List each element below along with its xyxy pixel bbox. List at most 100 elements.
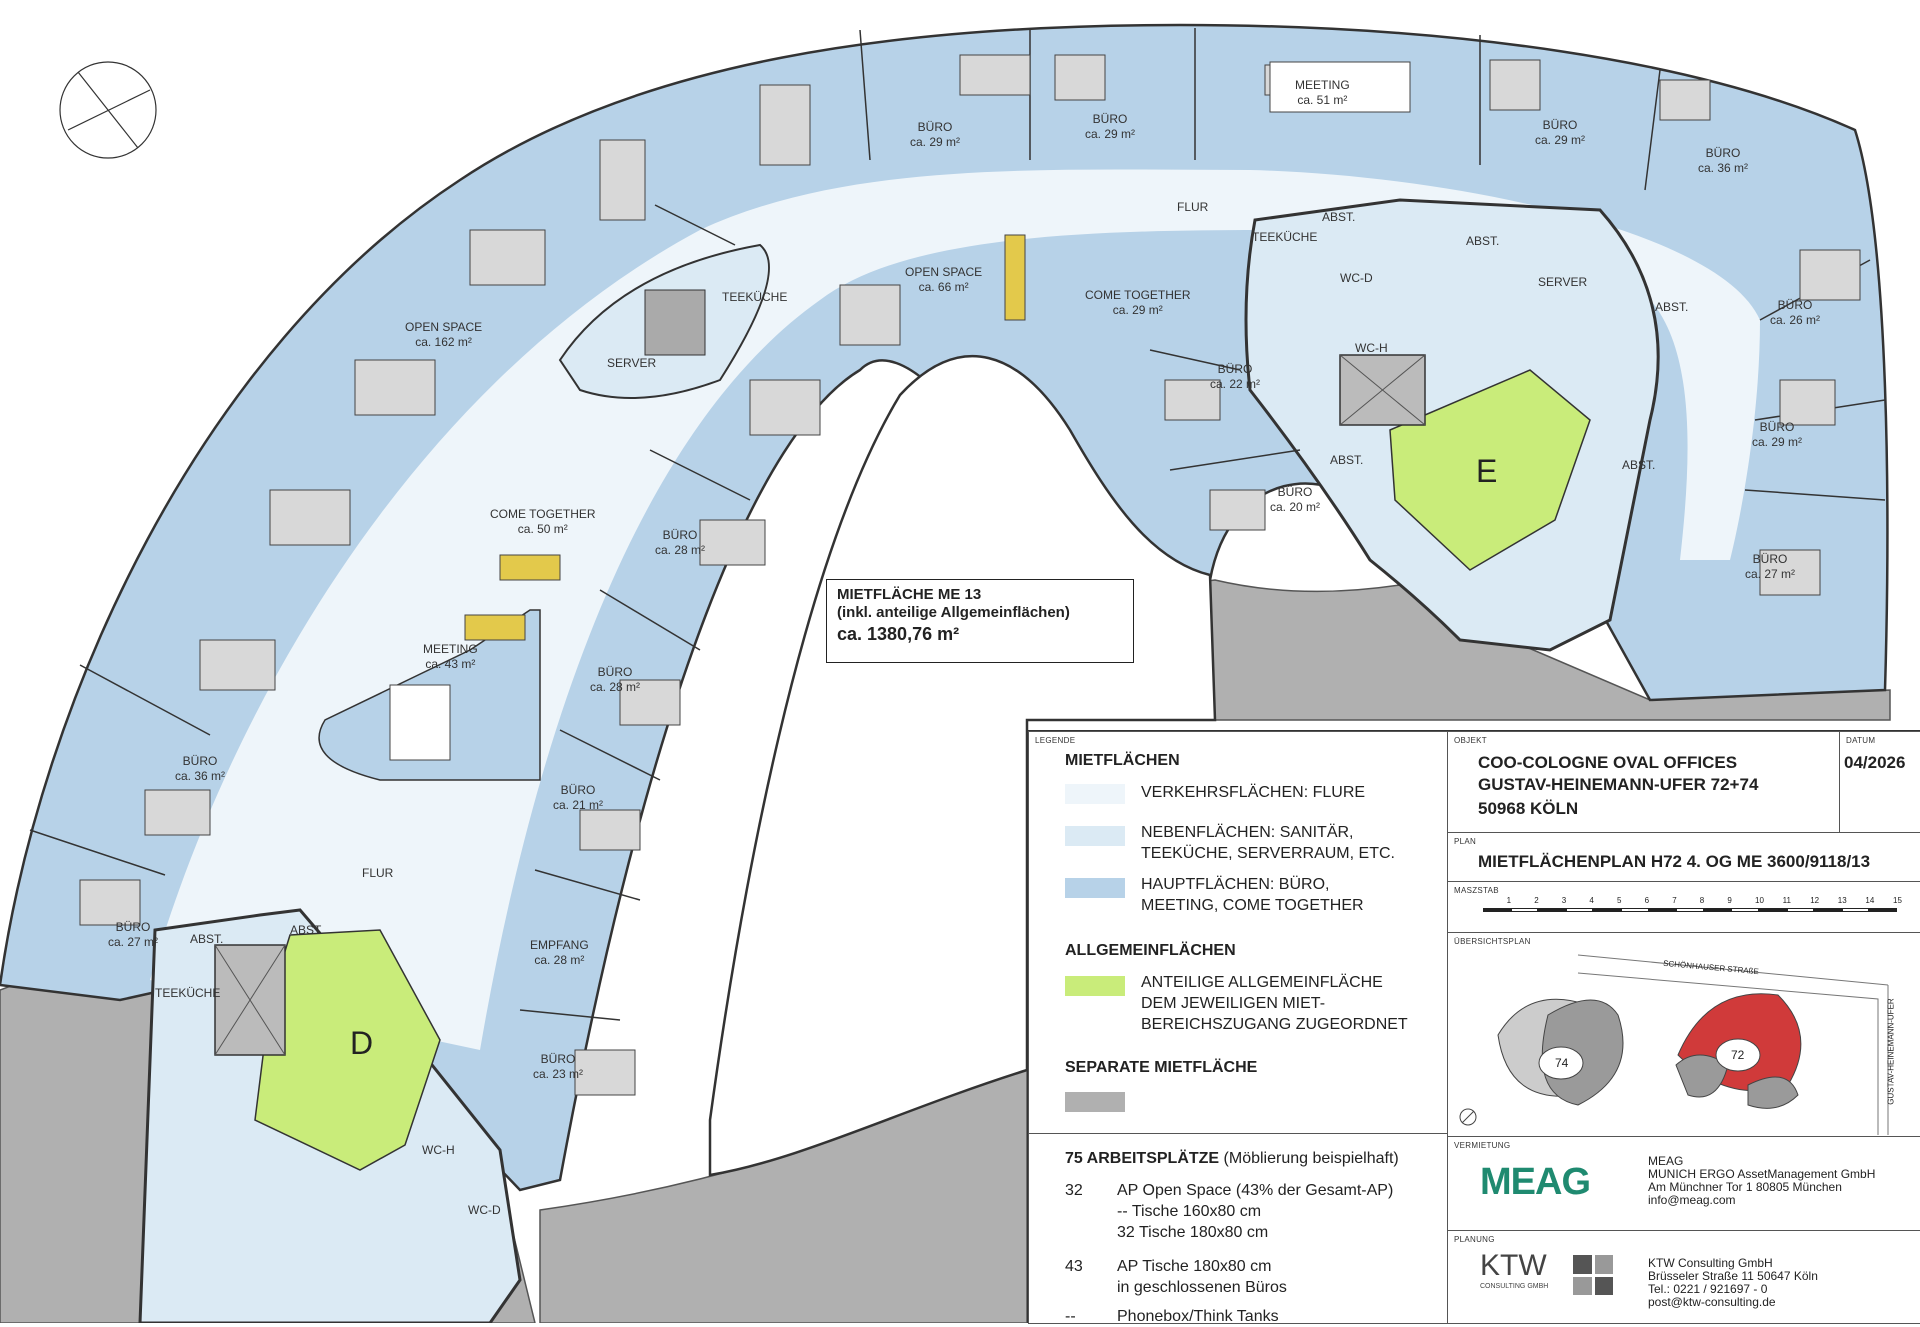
planning-panel: PLANUNG KTW CONSULTING GMBH KTW Consulti… (1447, 1230, 1920, 1324)
scale-tick-label: 7 (1672, 896, 1677, 905)
compass-icon (59, 61, 157, 159)
rental-area-value: ca. 1380,76 m² (837, 624, 960, 644)
street-label: GUSTAV-HEINEMANN-UFER (1886, 998, 1896, 1105)
scale-segment (1510, 908, 1539, 912)
letting-panel: VERMIETUNG MEAG MEAG MUNICH ERGO AssetMa… (1447, 1136, 1920, 1231)
zone-label-e: E (1476, 453, 1498, 489)
area-label: ABST. (1322, 210, 1356, 224)
scale-segment (1786, 908, 1815, 912)
legend-swatch (1065, 1092, 1125, 1112)
common-area-e (1389, 369, 1591, 571)
scale-tick-label: 11 (1782, 896, 1791, 905)
legend-panel: LEGENDE MIETFLÄCHEN VERKEHRSFLÄCHEN: FLU… (1028, 731, 1448, 1134)
scale-tick-label: 6 (1644, 896, 1650, 905)
rental-area-title: MIETFLÄCHE ME 13 (837, 586, 982, 603)
scale-tick-label: 2 (1534, 896, 1539, 905)
ktw-logo-sub: CONSULTING GMBH (1480, 1283, 1549, 1290)
scale-tick-label: 4 (1589, 896, 1594, 905)
scale-segment (1869, 908, 1897, 912)
area-label: WC-D (468, 1203, 501, 1217)
scale-tick-label: 12 (1810, 896, 1820, 905)
scale-segment (1814, 908, 1842, 912)
desks (79, 54, 1861, 1096)
area-label: TEEKÜCHE (1252, 230, 1318, 244)
scale-tick-label: 13 (1837, 896, 1847, 905)
plan-panel: PLAN MIETFLÄCHENPLAN H72 4. OG ME 3600/9… (1447, 832, 1920, 882)
date-panel: DATUM 04/2026 (1839, 731, 1920, 833)
area-label: WC-H (1355, 341, 1388, 355)
scale-tick-label: 14 (1865, 896, 1875, 905)
scale-tick-label: 1 (1506, 896, 1512, 905)
area-label: WC-H (422, 1143, 455, 1157)
legend-swatch (1065, 878, 1125, 898)
scale-tick-label: 15 (1893, 896, 1902, 905)
area-label: ABST. (1655, 300, 1689, 314)
scale-tick-label: 10 (1755, 896, 1764, 905)
scale-segment (1676, 908, 1704, 912)
area-label: FLUR (1177, 200, 1209, 214)
area-label: FLUR (362, 866, 394, 880)
scale-segment (1648, 908, 1677, 912)
workplaces-panel: 75 ARBEITSPLÄTZE (Möblierung beispielhaf… (1028, 1133, 1448, 1325)
scale-tick-label: 9 (1727, 896, 1732, 905)
area-label: ABST. (1330, 453, 1364, 467)
scale-segment (1483, 908, 1511, 912)
ktw-logo-mark (1573, 1255, 1613, 1295)
legend-swatch (1065, 784, 1125, 804)
scale-tick-label: 8 (1699, 896, 1705, 905)
scale-segment (1538, 908, 1566, 912)
scale-tick-label: 3 (1561, 896, 1567, 905)
legend-swatch (1065, 826, 1125, 846)
inner-void (708, 355, 1217, 1177)
scale-segment (1841, 908, 1870, 912)
scale-segment (1593, 908, 1621, 912)
scale-segment (1731, 908, 1759, 912)
ktw-logo: KTW (1480, 1249, 1547, 1282)
scale-segment (1565, 908, 1594, 912)
rental-area-note: (inkl. anteilige Allgemeinflächen) (837, 604, 1070, 621)
title-block: LEGENDE MIETFLÄCHEN VERKEHRSFLÄCHEN: FLU… (1027, 730, 1920, 1325)
area-label: WC-D (1340, 271, 1373, 285)
building-label: 74 (1555, 1056, 1569, 1070)
area-label: SERVER (1538, 275, 1588, 289)
scale-segment (1703, 908, 1732, 912)
area-label: ABST. (290, 923, 324, 937)
area-label: TEEKÜCHE (722, 290, 788, 304)
legend-heading: MIETFLÄCHEN (1065, 752, 1180, 769)
legend-swatch (1065, 976, 1125, 996)
area-label: ABST. (1622, 458, 1656, 472)
rental-area-box: MIETFLÄCHE ME 13 (inkl. anteilige Allgem… (826, 579, 1134, 663)
area-label: ABST. (1466, 234, 1500, 248)
common-heading: ALLGEMEINFLÄCHEN (1065, 942, 1236, 959)
separate-heading: SEPARATE MIETFLÄCHE (1065, 1059, 1258, 1076)
zone-label-d: D (350, 1025, 374, 1061)
workplaces-note: (Möblierung beispielhaft) (1223, 1150, 1399, 1167)
area-label: TEEKÜCHE (155, 986, 221, 1000)
area-label: SERVER (607, 356, 657, 370)
building-label: 72 (1731, 1048, 1745, 1062)
meag-logo: MEAG (1480, 1161, 1591, 1203)
scale-segment (1759, 908, 1787, 912)
scale-segment (1621, 908, 1649, 912)
overview-map (1459, 954, 1889, 1135)
workplaces-heading: 75 ARBEITSPLÄTZE (1065, 1150, 1220, 1167)
